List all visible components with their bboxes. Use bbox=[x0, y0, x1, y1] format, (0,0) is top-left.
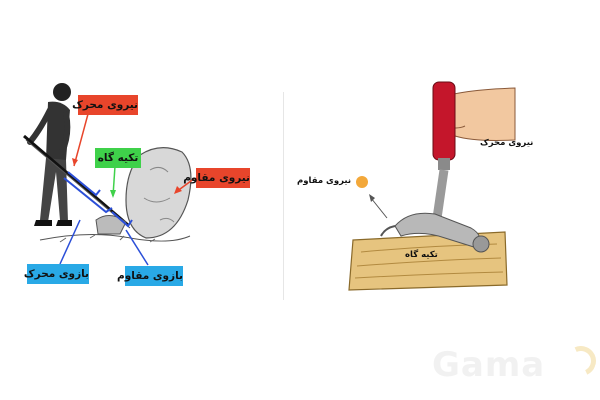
load-force-label: نیروی مقاوم bbox=[183, 168, 250, 188]
hammer-load-force-label: نیروی مقاوم bbox=[297, 176, 352, 186]
load-arm-label: بازوی مقاوم bbox=[117, 266, 183, 286]
gama-logo-icon bbox=[561, 341, 600, 381]
hammer-effort-force-label: نیروی محرک bbox=[480, 138, 534, 148]
hammer-lever-figure: نیروی محرک نیروی مقاوم تکیه گاه bbox=[285, 60, 600, 310]
hammer-fulcrum-label: تکیه گاه bbox=[405, 250, 438, 260]
fulcrum-label: تکیه گاه bbox=[95, 148, 141, 168]
crowbar-lever-figure: نیروی محرک تکیه گاه نیروی مقاوم بازوی مح… bbox=[0, 60, 280, 310]
crowbar-lever-illustration bbox=[23, 83, 196, 266]
man-head-icon bbox=[53, 83, 71, 101]
load-point-icon bbox=[356, 176, 368, 188]
effort-arm-label: بازوی محرک bbox=[24, 264, 89, 284]
gama-watermark: Gama bbox=[432, 345, 546, 385]
panel-divider bbox=[283, 92, 284, 300]
boulder-icon bbox=[125, 147, 192, 239]
effort-force-label: نیروی محرک bbox=[72, 95, 138, 115]
hammer-lever-illustration bbox=[348, 81, 516, 291]
